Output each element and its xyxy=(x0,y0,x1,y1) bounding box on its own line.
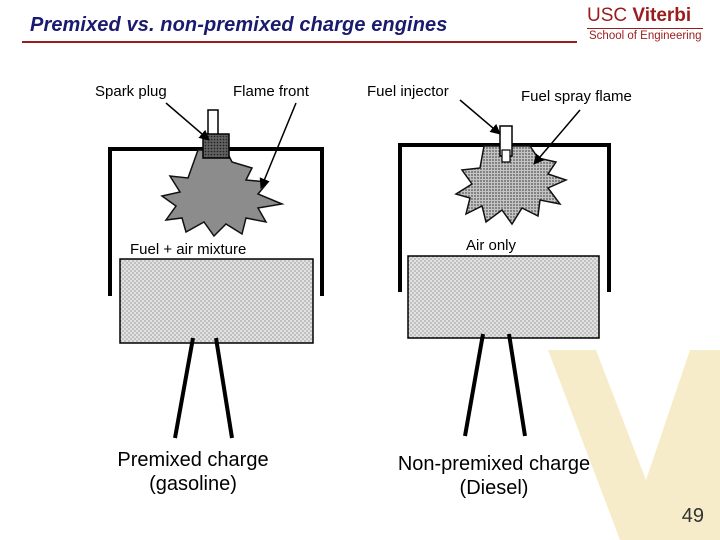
connecting-rod-left-2 xyxy=(214,337,234,439)
fuel-injector-pointer xyxy=(459,99,501,135)
spark-plug-pointer xyxy=(165,102,210,141)
usc-viterbi-logo: USC Viterbi School of Engineering xyxy=(587,5,707,43)
premixed-caption-line2: (gasoline) xyxy=(149,473,237,495)
fuel-spray-flame-label: Fuel spray flame xyxy=(521,88,632,105)
fuel-air-mixture-label: Fuel + air mixture xyxy=(130,241,247,258)
connecting-rod-left-1 xyxy=(173,337,195,439)
flame-front-label: Flame front xyxy=(233,83,309,100)
piston-premixed xyxy=(119,258,314,344)
non-premixed-caption-line1: Non-premixed charge xyxy=(397,453,591,475)
logo-wordmark: USC Viterbi xyxy=(587,5,691,27)
fuel-spray-flame-pointer xyxy=(533,109,581,165)
fuel-spray-flame-shape xyxy=(454,145,569,226)
connecting-rod-right-1 xyxy=(463,333,485,437)
piston-non-premixed xyxy=(407,255,600,339)
non-premixed-caption-line2: (Diesel) xyxy=(459,477,529,499)
title-underline xyxy=(22,41,577,43)
logo-school-text: School of Engineering xyxy=(589,30,702,42)
non-premixed-engine xyxy=(398,99,611,437)
logo-viterbi-text: Viterbi xyxy=(632,5,692,26)
flame-front-pointer xyxy=(259,102,297,189)
non-premixed-caption: Non-premixed charge (Diesel) xyxy=(362,452,626,500)
fuel-injector-label: Fuel injector xyxy=(367,83,449,100)
fuel-injector-body xyxy=(501,149,511,163)
air-only-label: Air only xyxy=(466,237,517,254)
logo-divider xyxy=(587,28,703,29)
flame-front-shape xyxy=(160,149,285,238)
page-number: 49 xyxy=(681,505,704,527)
premixed-caption: Premixed charge (gasoline) xyxy=(98,448,288,496)
connecting-rod-right-2 xyxy=(507,333,527,437)
slide-title: Premixed vs. non-premixed charge engines xyxy=(30,14,448,36)
premixed-engine xyxy=(108,102,324,439)
watermark-v-logo xyxy=(548,350,720,540)
logo-usc-text: USC xyxy=(587,5,628,26)
premixed-caption-line1: Premixed charge xyxy=(117,449,269,471)
spark-plug-label: Spark plug xyxy=(95,83,167,100)
